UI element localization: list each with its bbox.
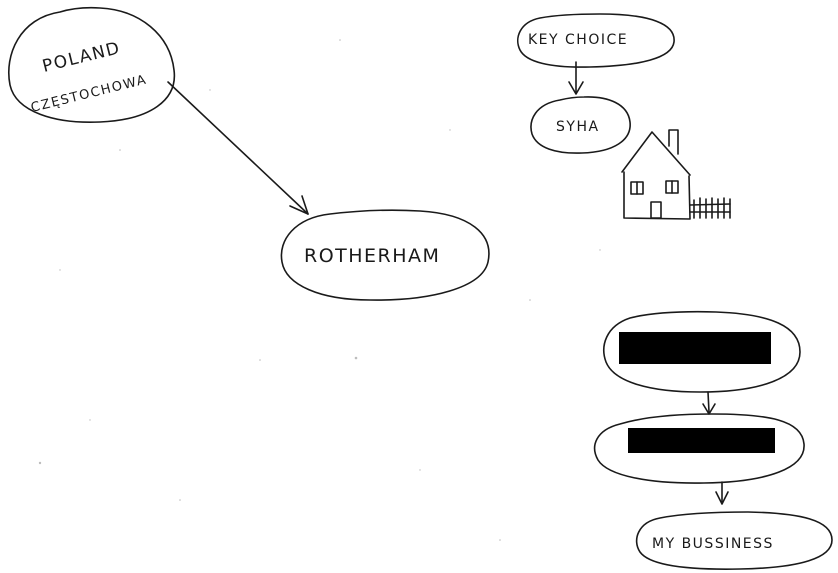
house-icon — [622, 130, 730, 219]
node-key-choice-label: KEY CHOICE — [528, 32, 628, 48]
redaction-bar-2 — [628, 428, 775, 453]
node-destination-label: ROTHERHAM — [304, 245, 440, 267]
node-key-choice: KEY CHOICE — [518, 14, 674, 67]
node-redacted-2 — [595, 414, 804, 483]
arrow-redacted2-to-business — [716, 482, 728, 504]
node-business-label: MY BUSSINESS — [652, 536, 774, 552]
paper-speckles — [39, 39, 601, 541]
node-origin-line1: POLAND — [40, 38, 122, 77]
node-syha-label: SYHA — [556, 119, 600, 135]
node-origin: POLAND CZĘSTOCHOWA — [9, 8, 175, 122]
node-origin-line2: CZĘSTOCHOWA — [29, 72, 148, 115]
node-business: MY BUSSINESS — [637, 512, 832, 569]
node-destination: ROTHERHAM — [281, 210, 488, 300]
node-redacted-1 — [604, 312, 800, 392]
redaction-bar-1 — [619, 332, 771, 364]
arrow-origin-to-destination — [168, 82, 308, 214]
node-syha: SYHA — [531, 97, 630, 153]
arrow-redacted1-to-redacted2 — [703, 392, 715, 414]
